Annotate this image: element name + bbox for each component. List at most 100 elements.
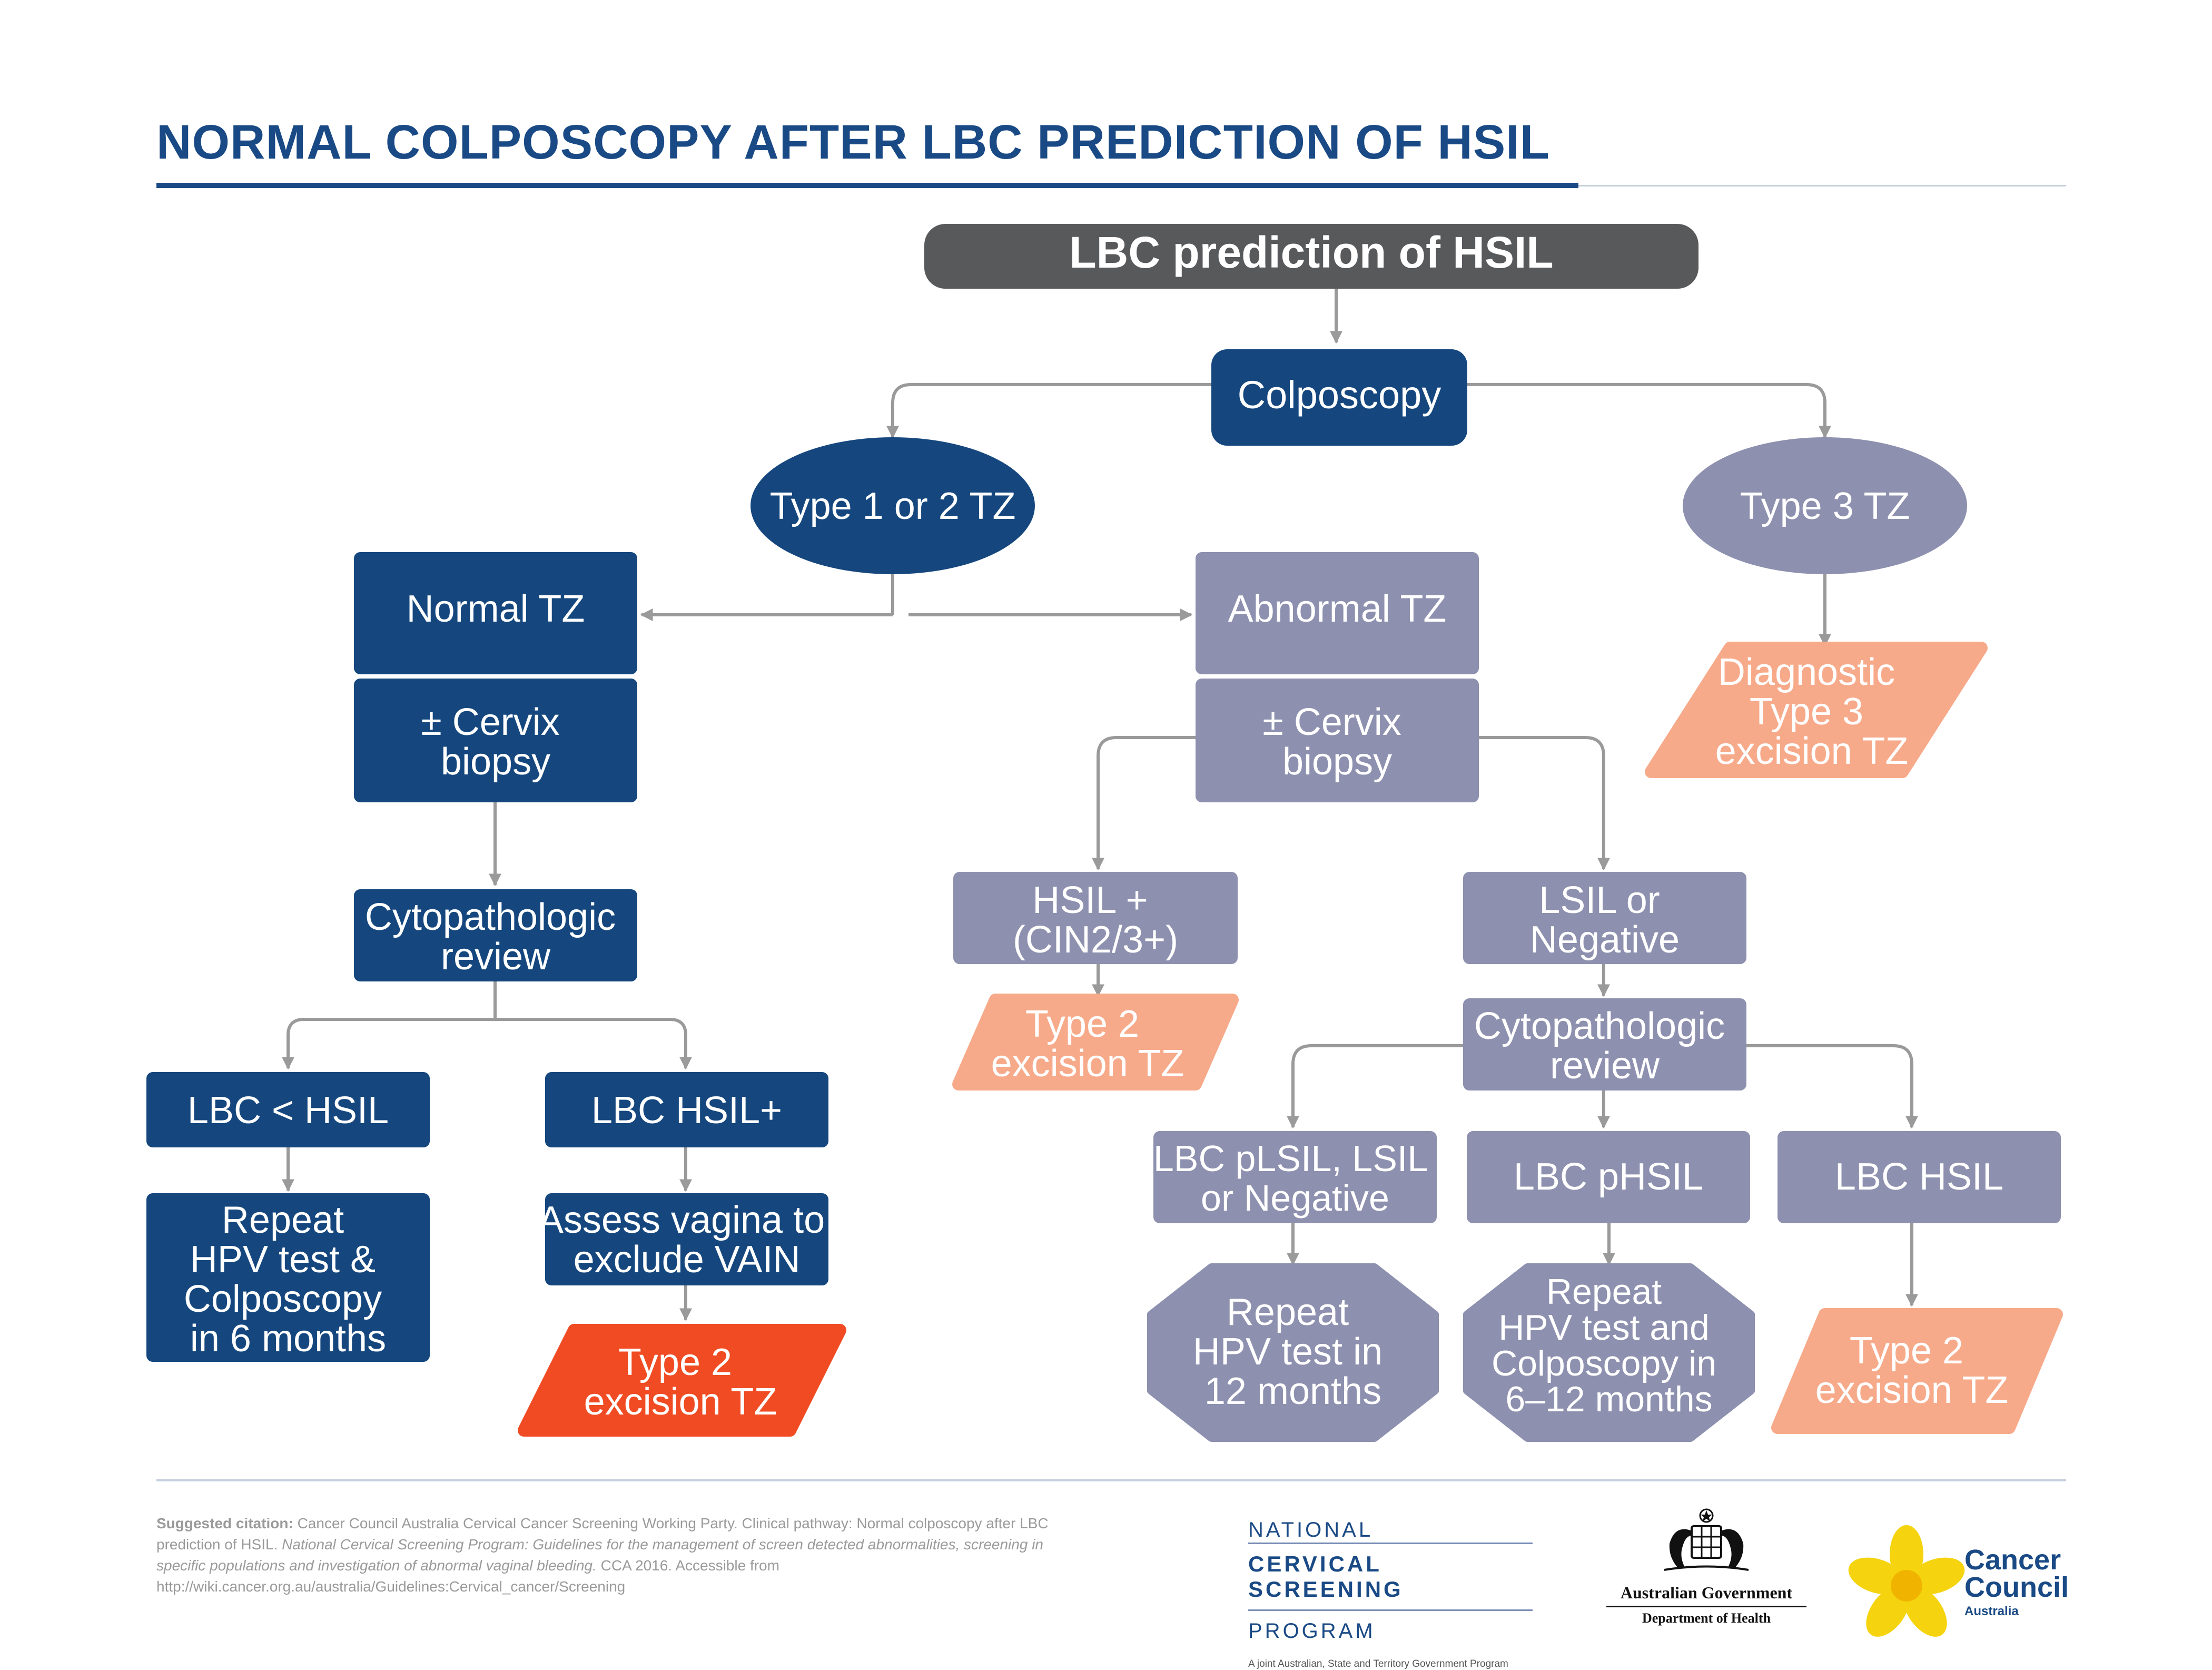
node-diag-type3-line3: excision TZ bbox=[1715, 730, 1909, 772]
node-assess-vagina: Assess vagina to exclude VAIN bbox=[538, 1193, 835, 1285]
node-left-cyto-line2: review bbox=[441, 936, 551, 978]
node-lbc-phsil: LBC pHSIL bbox=[1467, 1131, 1750, 1223]
node-type2-left-line2: excision TZ bbox=[584, 1381, 777, 1423]
svg-text:Assess vagina to exclude: Assess vagina to exclude VAIN bbox=[538, 1199, 835, 1281]
node-type2-right: Type 2 excision TZ bbox=[1771, 1308, 2063, 1434]
node-diag-type3-line2: Type 3 bbox=[1750, 691, 1863, 733]
node-lsil-neg-line1: LSIL or bbox=[1539, 879, 1660, 921]
node-lbc-phsil-label: LBC pHSIL bbox=[1514, 1156, 1703, 1198]
node-right-cyto-line2: review bbox=[1550, 1045, 1660, 1087]
node-left-biopsy: ± Cervix biopsy bbox=[354, 679, 637, 802]
node-lbc-lt-hsil: LBC < HSIL bbox=[146, 1072, 430, 1147]
node-repeat-12m-line1: Repeat bbox=[1227, 1291, 1349, 1333]
node-lbc-hsil-plus-label: LBC HSIL+ bbox=[591, 1089, 782, 1132]
connector-right-biopsy-to-hsil bbox=[1092, 736, 1196, 871]
ncsp-logo-rule-bottom bbox=[1248, 1609, 1533, 1611]
node-lbc-plsil-line2: or Negative bbox=[1201, 1177, 1389, 1219]
node-right-cyto: Cytopathologic review bbox=[1463, 998, 1746, 1091]
svg-text:LSIL or Negative: LSIL or Negative bbox=[1530, 879, 1680, 961]
node-diag-type3-line1: Diagnostic bbox=[1718, 651, 1895, 693]
cca-logo-line3: Australia bbox=[1964, 1604, 2019, 1618]
citation-label: Suggested citation: bbox=[156, 1515, 293, 1531]
node-right-biopsy-line2: biopsy bbox=[1282, 741, 1392, 783]
node-hsil-plus-line2: (CIN2/3+) bbox=[1013, 919, 1178, 961]
node-lbc-plsil-line1: LBC pLSIL, LSIL bbox=[1153, 1138, 1427, 1179]
node-repeat-12m-line2: HPV test in bbox=[1193, 1331, 1382, 1373]
node-type3-label: Type 3 TZ bbox=[1740, 485, 1910, 527]
node-normal-tz: Normal TZ bbox=[354, 552, 637, 674]
node-repeat-6-12m: Repeat HPV test and Colposcopy in 6–12 m… bbox=[1463, 1263, 1755, 1442]
title-rule bbox=[1578, 185, 2066, 186]
node-diag-type3: Diagnostic Type 3 excision TZ bbox=[1645, 642, 1988, 778]
connector-colposcopy-to-type3 bbox=[1467, 383, 1831, 439]
citation-text: Cancer Council Australia Cervical Cancer… bbox=[156, 1515, 1049, 1553]
node-repeat-6m-line3: Colposcopy bbox=[184, 1278, 382, 1320]
node-repeat-6-12m-line1: Repeat bbox=[1546, 1272, 1662, 1312]
node-repeat-6m: Repeat HPV test & Colposcopy in 6 months bbox=[146, 1193, 430, 1362]
node-type12: Type 1 or 2 TZ bbox=[750, 437, 1035, 574]
node-lbc-plsil: LBC pLSIL, LSIL or Negative bbox=[1153, 1131, 1437, 1223]
svg-text:± Cervix biopsy: ± Cervix biopsy bbox=[421, 701, 570, 783]
svg-text:Type 2 excision TZ: Type 2 excision TZ bbox=[991, 1003, 1184, 1085]
node-left-biopsy-line2: biopsy bbox=[441, 741, 550, 783]
node-abnormal-tz: Abnormal TZ bbox=[1196, 552, 1479, 674]
footer-rule bbox=[156, 1479, 2066, 1481]
ncsp-logo-line1: NATIONAL bbox=[1248, 1518, 1374, 1541]
node-colposcopy-label: Colposcopy bbox=[1238, 373, 1441, 417]
connector-right-biopsy-to-lsil bbox=[1479, 736, 1610, 871]
svg-text:Cytopathologic review: Cytopathologic review bbox=[1474, 1005, 1735, 1087]
ncsp-logo-rule-top bbox=[1248, 1543, 1533, 1544]
page-title: NORMAL COLPOSCOPY AFTER LBC PREDICTION O… bbox=[156, 115, 1550, 169]
node-repeat-6m-line2: HPV test & bbox=[190, 1239, 376, 1281]
citation: Suggested citation: Cancer Council Austr… bbox=[156, 1513, 1062, 1597]
australian-government-logo: Australian Government Department of Heal… bbox=[1606, 1504, 1806, 1626]
cca-logo-line1: Cancer bbox=[1964, 1544, 2061, 1576]
svg-text:Type 2 excision TZ: Type 2 excision TZ bbox=[584, 1341, 777, 1423]
node-assess-vagina-line1: Assess vagina to bbox=[538, 1199, 825, 1241]
node-type3: Type 3 TZ bbox=[1683, 437, 1967, 574]
node-right-cyto-line1: Cytopathologic bbox=[1474, 1005, 1725, 1047]
citation-tail: CCA 2016. Accessible from http://wiki.ca… bbox=[156, 1557, 779, 1595]
node-lbc-prediction: LBC prediction of HSIL bbox=[924, 224, 1698, 289]
node-left-biopsy-line1: ± Cervix bbox=[421, 701, 560, 743]
node-lbc-lt-hsil-label: LBC < HSIL bbox=[187, 1089, 389, 1132]
svg-text:HSIL + (CIN2/3+): HSIL + (CIN2/3+) bbox=[1013, 879, 1178, 961]
node-repeat-6-12m-line2: HPV test and bbox=[1498, 1308, 1710, 1348]
node-repeat-6-12m-line3: Colposcopy in bbox=[1492, 1343, 1716, 1383]
node-colposcopy: Colposcopy bbox=[1211, 349, 1467, 446]
node-right-biopsy: ± Cervix biopsy bbox=[1196, 679, 1479, 802]
node-type2-right-line1: Type 2 bbox=[1850, 1330, 1963, 1372]
svg-text:Repeat HPV test in: Repeat HPV test in 12 months bbox=[1193, 1291, 1393, 1412]
cca-logo-line2: Council bbox=[1964, 1571, 2069, 1603]
connector-colposcopy-to-type12 bbox=[886, 383, 1211, 439]
node-repeat-6-12m-line4: 6–12 months bbox=[1505, 1379, 1712, 1419]
svg-text:Repeat HPV test &: Repeat HPV test & Colposcopy in 6 months bbox=[184, 1199, 392, 1360]
node-type2-left-line1: Type 2 bbox=[618, 1341, 732, 1383]
node-lsil-neg-line2: Negative bbox=[1530, 919, 1680, 961]
connector-right-cyto-to-hsil bbox=[1744, 1044, 1918, 1129]
node-type2-mid-line1: Type 2 bbox=[1025, 1003, 1139, 1045]
coat-of-arms-icon bbox=[1664, 1508, 1749, 1571]
node-assess-vagina-line2: exclude VAIN bbox=[574, 1239, 801, 1281]
svg-text:Type 2 excision TZ: Type 2 excision TZ bbox=[1815, 1330, 2009, 1411]
node-type12-label: Type 1 or 2 TZ bbox=[770, 485, 1016, 527]
citation-publication: National Cervical Screening Program: Gui… bbox=[156, 1536, 1043, 1574]
node-lbc-hsil-plus: LBC HSIL+ bbox=[545, 1072, 828, 1147]
node-normal-tz-label: Normal TZ bbox=[407, 588, 585, 630]
node-hsil-plus-line1: HSIL + bbox=[1032, 879, 1148, 921]
node-lbc-prediction-label: LBC prediction of HSIL bbox=[1069, 228, 1553, 277]
svg-text:Repeat HPV test and: Repeat HPV test and Colposcopy in 6–12 m… bbox=[1492, 1272, 1726, 1419]
title-underline bbox=[156, 183, 1578, 188]
node-lbc-hsil: LBC HSIL bbox=[1777, 1131, 2061, 1223]
svg-text:Diagnostic Type 3: Diagnostic Type 3 excision TZ bbox=[1715, 651, 1909, 772]
ncsp-logo-tagline: A joint Australian, State and Territory … bbox=[1248, 1658, 1508, 1669]
gov-logo-line1: Australian Government bbox=[1606, 1583, 1806, 1607]
node-repeat-6m-line1: Repeat bbox=[222, 1199, 344, 1241]
node-type2-right-line2: excision TZ bbox=[1815, 1369, 2009, 1411]
svg-text:LBC pLSIL, LSIL or Negat: LBC pLSIL, LSIL or Negative bbox=[1153, 1138, 1437, 1219]
gov-logo-line2: Department of Health bbox=[1642, 1610, 1771, 1626]
node-abnormal-tz-label: Abnormal TZ bbox=[1228, 588, 1447, 630]
node-left-cyto-line1: Cytopathologic bbox=[365, 896, 616, 938]
node-repeat-12m-line3: 12 months bbox=[1204, 1370, 1381, 1412]
